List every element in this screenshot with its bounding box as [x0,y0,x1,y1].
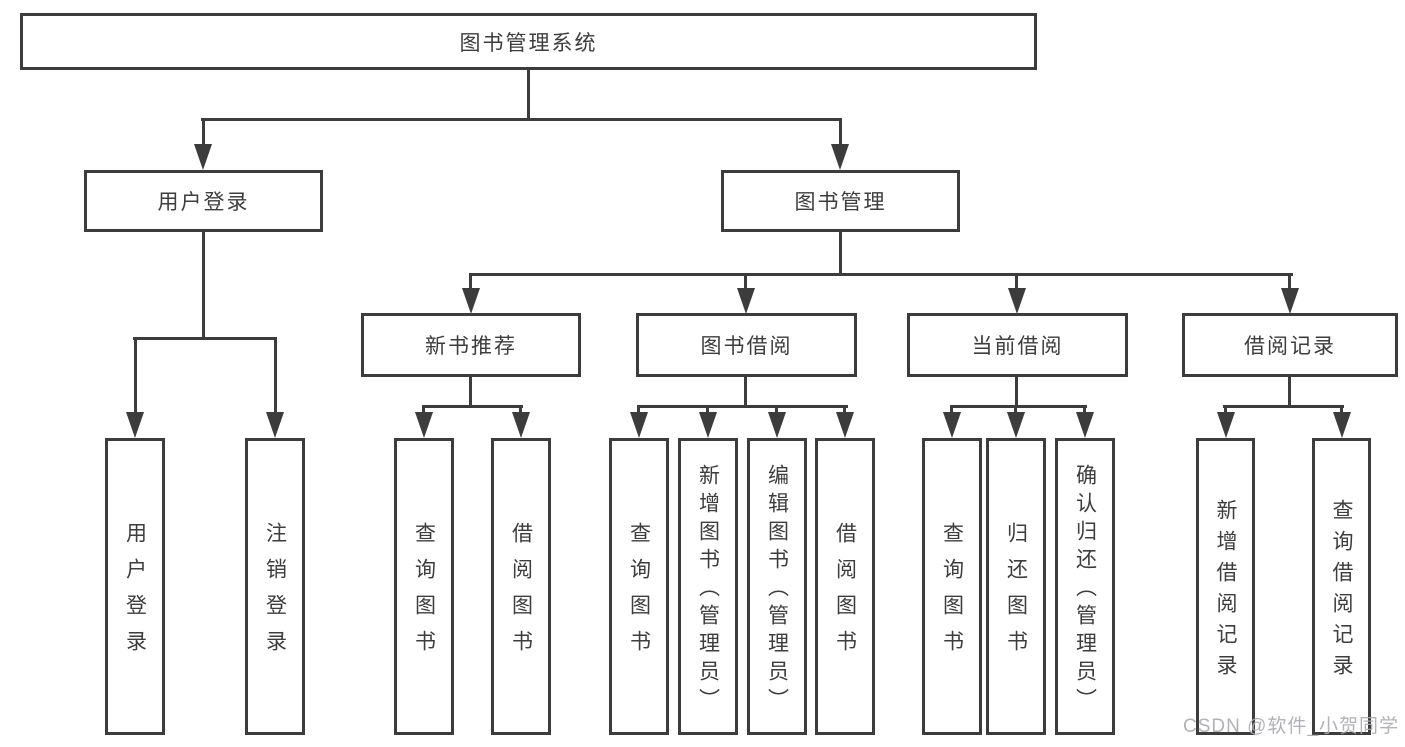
connector-stub [274,340,277,412]
leaf-query-borrow-record-label: 查询借阅记录 [1330,498,1353,685]
arrowhead-down [768,412,786,438]
connector-stub [1015,276,1018,290]
connector-bookborrow-fork [637,405,848,408]
leaf-logout: 注销登录 [245,438,305,735]
leaf-add-borrow-record-label: 新增借阅记录 [1214,498,1237,685]
node-borrowing-records: 借阅记录 [1182,313,1398,377]
node-user-login: 用户登录 [84,170,323,232]
leaf-confirm-return-admin-label: 确认归还（管理员） [1073,464,1097,716]
arrowhead-down [1217,412,1235,438]
leaf-edit-book-admin: 编辑图书（管理员） [747,438,807,735]
connector-records-fork [1223,405,1344,408]
leaf-query-books-recommend-label: 查询图书 [412,522,436,666]
arrowhead-down [943,412,961,438]
connector-stub [202,121,205,146]
connector-newbook-drop [469,377,472,405]
arrowhead-down [737,288,755,314]
arrowhead-down [836,412,854,438]
leaf-borrow-books-borrowing-label: 借阅图书 [833,522,857,666]
connector-stub [839,121,842,146]
arrowhead-down [126,412,144,438]
node-root: 图书管理系统 [20,13,1037,70]
leaf-query-books-borrowing: 查询图书 [609,438,669,735]
node-book-borrowing-label: 图书借阅 [700,335,793,358]
leaf-borrow-books-recommend-label: 借阅图书 [509,522,533,666]
arrowhead-down [1076,412,1094,438]
watermark: CSDN @软件_小贺同学 [1183,716,1399,737]
leaf-query-books-recommend: 查询图书 [394,438,454,735]
leaf-query-books-borrowing-label: 查询图书 [627,522,651,666]
connector-stub [1288,276,1291,290]
arrowhead-down [462,288,480,314]
leaf-logout-label: 注销登录 [263,522,287,666]
connector-newbook-fork [422,405,523,408]
connector-root-drop [527,70,530,118]
arrowhead-down [1007,412,1025,438]
connector-bookmgmt-fork [469,273,1293,276]
leaf-return-book: 归还图书 [986,438,1046,735]
connector-records-drop [1288,377,1291,405]
node-book-management-label: 图书管理 [794,191,887,214]
leaf-add-book-admin: 新增图书（管理员） [678,438,738,735]
leaf-confirm-return-admin: 确认归还（管理员） [1055,438,1115,735]
node-new-book-recommendation: 新书推荐 [361,313,581,377]
arrowhead-down [1008,288,1026,314]
connector-root-fork [201,118,842,121]
leaf-query-books-current: 查询图书 [922,438,982,735]
arrowhead-down [415,412,433,438]
node-borrowing-records-label: 借阅记录 [1244,335,1336,358]
leaf-add-book-admin-label: 新增图书（管理员） [696,464,720,716]
node-current-borrowing: 当前借阅 [907,313,1128,377]
arrowhead-down [512,412,530,438]
connector-userlogin-drop [202,232,205,337]
leaf-query-books-current-label: 查询图书 [940,522,964,666]
connector-stub [469,276,472,290]
arrowhead-down [831,144,849,170]
node-user-login-label: 用户登录 [157,191,250,214]
leaf-user-login: 用户登录 [105,438,165,735]
leaf-return-book-label: 归还图书 [1004,522,1028,666]
connector-stub [134,340,137,412]
arrowhead-down [194,144,212,170]
connector-bookborrow-drop [744,377,747,405]
connector-currentborrow-drop [1015,377,1018,405]
arrowhead-down [1333,412,1351,438]
leaf-borrow-books-borrowing: 借阅图书 [815,438,875,735]
node-root-label: 图书管理系统 [459,31,598,55]
leaf-query-borrow-record: 查询借阅记录 [1312,438,1371,735]
arrowhead-down [630,412,648,438]
node-new-book-recommendation-label: 新书推荐 [425,335,517,358]
connector-bookmgmt-drop [839,232,842,273]
arrowhead-down [1281,288,1299,314]
arrowhead-down [699,412,717,438]
node-book-borrowing: 图书借阅 [636,313,857,377]
leaf-add-borrow-record: 新增借阅记录 [1196,438,1255,735]
leaf-user-login-label: 用户登录 [123,522,147,666]
node-book-management: 图书管理 [721,170,960,232]
connector-userlogin-fork [133,337,277,340]
leaf-edit-book-admin-label: 编辑图书（管理员） [765,464,789,716]
node-current-borrowing-label: 当前借阅 [971,335,1064,358]
connector-stub [744,276,747,290]
arrowhead-down [266,412,284,438]
leaf-borrow-books-recommend: 借阅图书 [491,438,551,735]
connector-currentborrow-fork [950,405,1087,408]
